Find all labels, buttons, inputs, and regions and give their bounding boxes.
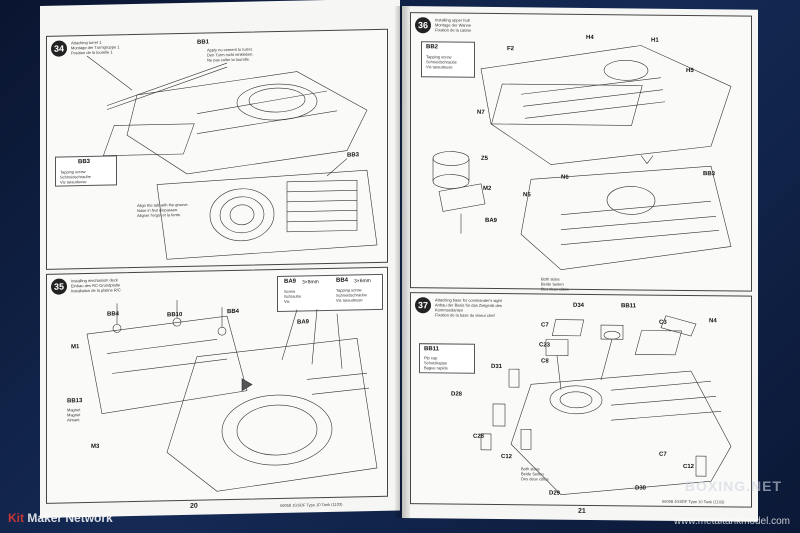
- page-footer: 56058 JGSDF Type 10 Tank (1103): [662, 498, 725, 505]
- step-35-panel: 35 Installing mechanism deck Einbau des …: [46, 266, 388, 504]
- page-number: 21: [578, 507, 586, 515]
- turret-drawing: [86, 55, 378, 260]
- step-34-panel: 34 Attaching turret 1 Montage der Turmgr…: [46, 28, 388, 270]
- left-page: 34 Attaching turret 1 Montage der Turmgr…: [40, 0, 400, 519]
- right-page: 36 Installing upper hull Montage der Wan…: [402, 6, 758, 522]
- site-url-watermark: www.metaltankmodel.com: [673, 516, 790, 527]
- kitmaker-watermark: Kit Maker Network: [8, 511, 113, 525]
- deck-drawing: [86, 300, 378, 492]
- step-37-panel: 37 Attaching base for commander's sight …: [410, 292, 752, 508]
- page-footer: 56058 JGSDF Type 10 Tank (1103): [280, 501, 343, 508]
- watermark-kit: Kit: [8, 511, 24, 525]
- step-36-panel: 36 Installing upper hull Montage der Wan…: [410, 12, 752, 292]
- hull-drawing: [432, 45, 732, 270]
- sight-base-drawing: [480, 315, 732, 495]
- book-gutter: [394, 6, 410, 518]
- boxing-watermark: BOXING.NET: [684, 478, 782, 494]
- page-number: 20: [190, 502, 198, 510]
- instruction-booklet: 34 Attaching turret 1 Montage der Turmgr…: [40, 0, 758, 522]
- watermark-maker: Maker Network: [27, 511, 113, 525]
